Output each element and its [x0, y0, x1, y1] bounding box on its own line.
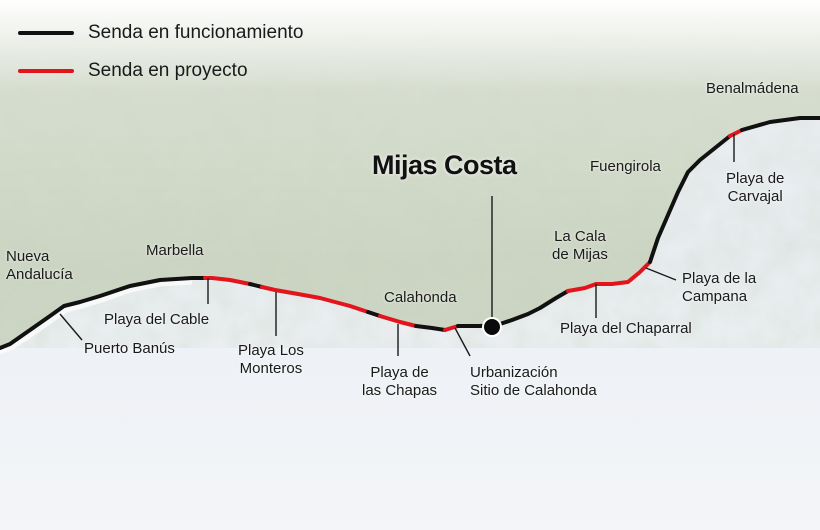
- map-title: Mijas Costa: [372, 150, 517, 180]
- legend-item-operating: Senda en funcionamiento: [18, 18, 304, 48]
- beach-label-playa-los-monteros: Playa Los Monteros: [238, 342, 304, 378]
- beach-label-line: Urbanización: [470, 364, 558, 381]
- beach-label-line: las Chapas: [362, 382, 438, 399]
- path-segment-operating: [414, 324, 447, 332]
- mijas-costa-marker: [482, 317, 502, 337]
- leader-lines: [59, 134, 735, 357]
- place-label-nueva-andalucia: Nueva Andalucía: [6, 248, 73, 284]
- beach-label-urbanizacion: Urbanización Sitio de Calahonda: [470, 364, 597, 400]
- place-label-calahonda: Calahonda: [384, 289, 457, 306]
- path-segment-operating: [0, 276, 207, 350]
- beach-label-playa-del-chaparral: Playa del Chaparral: [560, 320, 692, 337]
- beach-label-puerto-banus: Puerto Banús: [84, 340, 175, 357]
- path-segment-operating: [648, 134, 732, 264]
- path-segment-operating: [366, 310, 382, 318]
- path-segment-planned: [443, 324, 460, 332]
- path-segment-operating: [740, 116, 820, 132]
- beach-label-line: Carvajal: [727, 188, 783, 205]
- legend: Senda en funcionamiento Senda en proyect…: [18, 18, 304, 94]
- beach-label-line: Monteros: [239, 360, 303, 377]
- shore-highlight: [0, 279, 193, 355]
- legend-label: Senda en proyecto: [88, 60, 248, 81]
- path-segment-planned: [566, 260, 652, 293]
- legend-label: Senda en funcionamiento: [88, 22, 304, 43]
- beach-label-line: Sitio de Calahonda: [470, 382, 597, 399]
- coastal-path: [0, 116, 820, 350]
- place-label-fuengirola: Fuengirola: [590, 158, 661, 175]
- beach-label-playa-del-cable: Playa del Cable: [104, 311, 210, 328]
- path-segment-planned: [728, 128, 744, 138]
- beach-label-line: Playa de la: [682, 270, 757, 287]
- beach-label-playa-de-carvajal: Playa de Carvajal: [726, 170, 784, 206]
- place-label-marbella: Marbella: [146, 242, 204, 259]
- legend-swatch-operating: [18, 31, 74, 35]
- beach-label-line: Playa de: [726, 170, 785, 187]
- place-label-la-cala: La Cala de Mijas: [552, 228, 608, 264]
- place-label-line: de Mijas: [552, 246, 608, 263]
- place-label-benalmadena: Benalmádena: [706, 80, 799, 97]
- beach-label-line: Playa de: [370, 364, 429, 381]
- place-label-line: La Cala: [554, 228, 606, 245]
- legend-swatch-planned: [18, 69, 74, 73]
- path-segment-planned: [378, 314, 418, 328]
- path-segment-operating: [248, 282, 264, 289]
- beach-label-line: Campana: [682, 288, 748, 305]
- beach-label-playa-de-las-chapas: Playa de las Chapas: [362, 364, 437, 400]
- land-fade: [0, 0, 820, 260]
- path-segment-planned: [260, 285, 370, 314]
- beach-label-line: Playa Los: [238, 342, 304, 359]
- beach-label-playa-de-la-campana: Playa de la Campana: [682, 270, 756, 306]
- place-label-line: Nueva: [6, 248, 50, 265]
- place-label-line: Andalucía: [6, 266, 73, 283]
- legend-item-planned: Senda en proyecto: [18, 56, 304, 86]
